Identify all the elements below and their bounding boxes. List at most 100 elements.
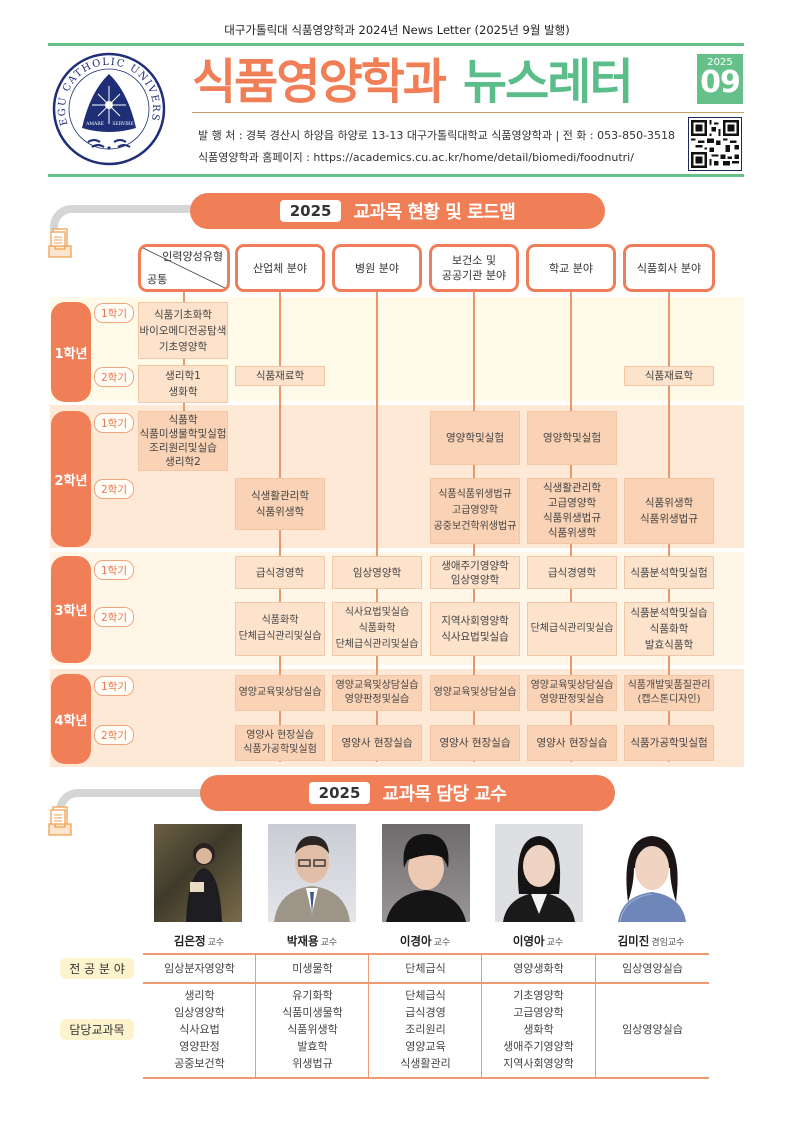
semester-label: 2학기 bbox=[94, 367, 134, 387]
major-cell: 영양생화학 bbox=[513, 962, 564, 975]
column-industry: 산업체 분야 bbox=[235, 244, 325, 292]
course-box: 식사요법및실습 식품화학 단체급식관리및실습 bbox=[332, 602, 422, 656]
semester-label: 1학기 bbox=[94, 560, 134, 580]
table-rule-bottom bbox=[143, 1077, 709, 1079]
column-label: 식품회사 분야 bbox=[636, 261, 702, 275]
column-public-health: 보건소 및 공공기관 분야 bbox=[429, 244, 519, 292]
corner-type-label: 인력양성유형 bbox=[162, 250, 223, 263]
professor-photo-3 bbox=[382, 824, 470, 922]
faculty-banner-title: 교과목 담당 교수 bbox=[382, 784, 507, 805]
svg-text:SERVIRE: SERVIRE bbox=[112, 121, 133, 127]
course-box: 생애주기영양학 임상영양학 bbox=[430, 556, 520, 589]
qr-code-icon[interactable] bbox=[688, 117, 742, 171]
banner-connector bbox=[56, 789, 216, 815]
major-cell: 임상분자영양학 bbox=[164, 962, 235, 975]
document-tray-icon bbox=[48, 228, 72, 258]
name-text: 이영아 bbox=[512, 934, 545, 948]
courses-cell: 단체급식 급식경영 조리원리 영양교육 식생활관리 bbox=[400, 989, 451, 1070]
name-text: 이경아 bbox=[399, 934, 432, 948]
course-box: 식품분석학및실습 식품화학 발효식품학 bbox=[624, 602, 714, 656]
name-text: 김미진 bbox=[617, 934, 650, 948]
semester-label: 2학기 bbox=[94, 607, 134, 627]
rank-text: 겸임교수 bbox=[651, 938, 685, 948]
course-box: 식품화학 단체급식관리및실습 bbox=[235, 602, 325, 656]
header-bottom-rule bbox=[48, 174, 744, 177]
course-box: 영양사 현장실습 bbox=[527, 725, 617, 761]
issue-badge: 2025 09 bbox=[697, 54, 743, 104]
newsletter-title: 식품영양학과 뉴스레터 bbox=[192, 46, 634, 110]
row-label-courses: 담당교과목 bbox=[60, 1019, 134, 1040]
course-box: 영양교육및상담실습 bbox=[235, 675, 325, 711]
courses-cell: 생리학 임상영양학 식사요법 영양판정 공중보건학 bbox=[174, 989, 225, 1070]
course-box: 급식경영학 bbox=[527, 556, 617, 589]
column-label: 보건소 및 공공기관 분야 bbox=[441, 254, 507, 282]
professor-photo-1 bbox=[154, 824, 242, 922]
professor-photo-5 bbox=[608, 824, 696, 923]
year-label-1: 1학년 bbox=[51, 302, 91, 402]
course-box: 영양교육및상담실습 영양판정및실습 bbox=[527, 675, 617, 711]
course-box: 임상영양학 bbox=[332, 556, 422, 589]
issue-year: 2025 bbox=[707, 57, 733, 68]
homepage-link[interactable]: 식품영양학과 홈페이지 : https://academics.cu.ac.kr… bbox=[198, 151, 634, 164]
banner-connector bbox=[50, 205, 200, 231]
courses-cell: 기초영양학 고급영양학 생화학 생애주기영양학 지역사회영양학 bbox=[503, 989, 574, 1070]
title-newsletter: 뉴스레터 bbox=[462, 54, 634, 110]
course-box: 식품재료학 bbox=[235, 366, 325, 386]
university-seal-icon: DAEGU CATHOLIC UNIVERSITY AMARE SERVIRE bbox=[47, 44, 166, 166]
year-label-3: 3학년 bbox=[51, 556, 91, 663]
table-rule-top bbox=[143, 953, 709, 955]
row-label-major: 전 공 분 야 bbox=[60, 958, 134, 979]
course-box: 식품위생학 식품위생법규 bbox=[624, 478, 714, 544]
publisher-info: 발 행 처 : 경북 경산시 하양읍 하양로 13-13 대구가톨릭대학교 식품… bbox=[198, 129, 676, 142]
course-box-common: 생리학1 생화학 bbox=[138, 365, 228, 403]
course-box: 영양학및실험 bbox=[430, 411, 520, 465]
course-box: 급식경영학 bbox=[235, 556, 325, 589]
column-label: 학교 분야 bbox=[549, 261, 593, 275]
connector-line-hospital bbox=[376, 292, 378, 762]
professor-photo-2 bbox=[268, 824, 356, 922]
major-cell: 단체급식 bbox=[405, 962, 446, 975]
rank-text: 교수 bbox=[433, 938, 451, 948]
column-hospital: 병원 분야 bbox=[332, 244, 422, 292]
name-text: 박재용 bbox=[286, 934, 319, 948]
course-box: 식품개발및품질관리 (캡스톤디자인) bbox=[624, 675, 714, 711]
column-label: 병원 분야 bbox=[355, 261, 399, 275]
faculty-banner-year: 2025 bbox=[308, 782, 371, 804]
course-box: 지역사회영양학 식사요법및실습 bbox=[430, 602, 520, 656]
major-cell: 미생물학 bbox=[292, 962, 333, 975]
title-department: 식품영양학과 bbox=[192, 54, 447, 110]
courses-cell: 임상영양실습 bbox=[622, 1023, 683, 1036]
roadmap-banner-year: 2025 bbox=[279, 200, 342, 222]
table-divider bbox=[481, 953, 482, 1077]
rank-text: 교수 bbox=[320, 938, 338, 948]
course-box-common: 식품기초화학 바이오메디전공탐색 기초영양학 bbox=[138, 302, 228, 359]
course-box: 영양사 현장실습 bbox=[430, 725, 520, 761]
course-box: 영양사 현장실습 bbox=[332, 725, 422, 761]
roadmap-banner-title: 교과목 현황 및 로드맵 bbox=[353, 202, 516, 223]
document-tray-icon bbox=[48, 806, 72, 836]
column-food-company: 식품회사 분야 bbox=[623, 244, 715, 292]
issue-month: 09 bbox=[700, 65, 741, 100]
course-box: 영양사 현장실습 식품가공학및실험 bbox=[235, 725, 325, 761]
table-divider bbox=[255, 953, 256, 1077]
course-box: 식품식품위생법규 고급영양학 공중보건학위생법규 bbox=[430, 478, 520, 544]
header-corner-cell: 인력양성유형 공통 bbox=[138, 244, 230, 292]
rank-text: 교수 bbox=[546, 938, 564, 948]
course-box: 식품재료학 bbox=[624, 366, 714, 386]
semester-label: 1학기 bbox=[94, 303, 134, 323]
course-box: 영양교육및상담실습 bbox=[430, 675, 520, 711]
name-text: 김은정 bbox=[173, 934, 206, 948]
newsletter-subtitle: 대구가톨릭대 식품영양학과 2024년 News Letter (2025년 9… bbox=[224, 23, 570, 37]
faculty-banner: 2025 교과목 담당 교수 bbox=[200, 775, 615, 811]
table-rule-middle bbox=[143, 982, 709, 984]
courses-cell: 유기화학 식품미생물학 식품위생학 발효학 위생법규 bbox=[282, 989, 343, 1070]
table-divider bbox=[595, 953, 596, 1077]
corner-common-label: 공통 bbox=[147, 273, 168, 286]
title-underline bbox=[192, 112, 744, 113]
major-cell: 임상영양실습 bbox=[622, 962, 683, 975]
course-box-common: 식품학 식품미생물학및실험 조리원리및실습 생리학2 bbox=[138, 411, 228, 471]
